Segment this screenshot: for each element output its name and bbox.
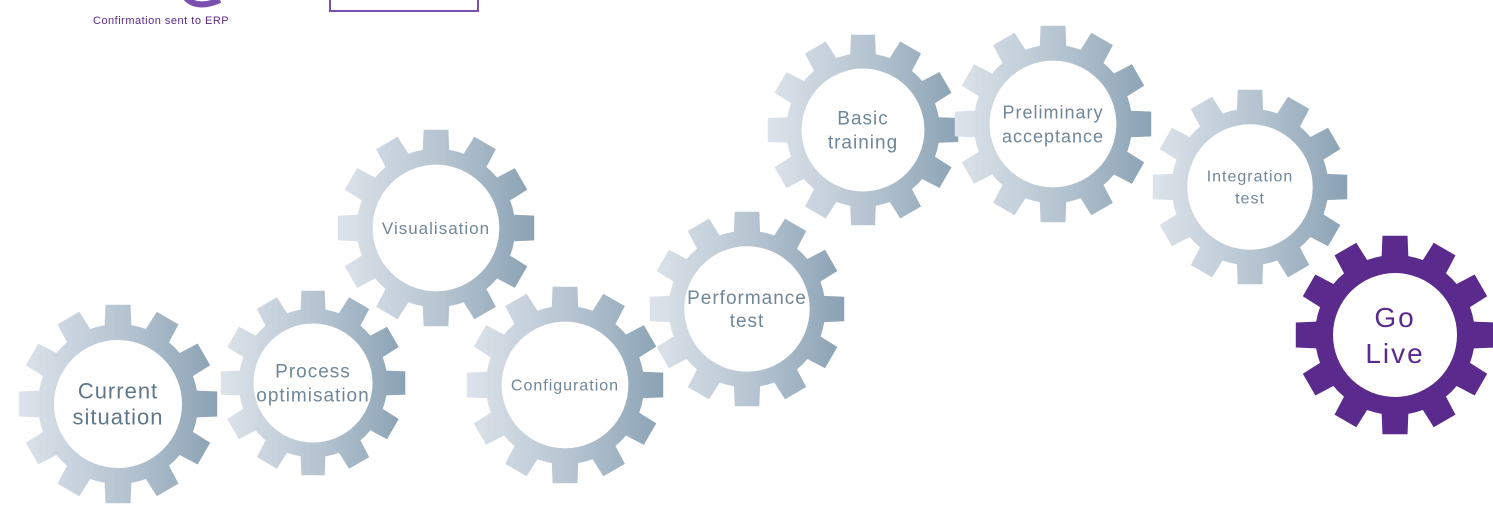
gear-preliminary-acceptance: Preliminary acceptance — [954, 25, 1152, 223]
gear-label-line: Configuration — [511, 378, 619, 395]
gear-label-line: Current — [78, 379, 158, 404]
cropped-purple-arc — [183, 0, 222, 8]
gear-label-visualisation: Visualisation — [382, 219, 490, 238]
gear-integration-test: Integration test — [1152, 89, 1348, 285]
cropped-purple-box — [329, 0, 479, 12]
gear-label-configuration: Configuration — [511, 378, 619, 395]
gear-label-line: Performance — [687, 288, 807, 309]
gear-label-line: training — [828, 133, 898, 154]
gear-label-line: optimisation — [256, 386, 369, 407]
gear-center — [501, 321, 629, 449]
gear-label-line: acceptance — [1002, 126, 1104, 146]
gear-label-line: Process — [275, 362, 351, 383]
gear-label-integration-test: Integration test — [1207, 169, 1294, 208]
gear-center — [801, 68, 925, 192]
gear-center — [684, 246, 810, 372]
gear-center — [253, 323, 373, 443]
erp-confirmation-caption: Confirmation sent to ERP — [93, 15, 230, 27]
gear-label-line: Go — [1374, 302, 1415, 333]
gear-label-line: Visualisation — [382, 219, 490, 238]
gear-label-preliminary-acceptance: Preliminary acceptance — [1002, 102, 1104, 146]
gear-label-line: Live — [1365, 338, 1424, 369]
gear-center — [54, 340, 182, 468]
gear-center — [989, 60, 1117, 188]
gear-label-line: Integration — [1207, 169, 1294, 186]
gear-process-optimisation: Process optimisation — [220, 290, 406, 476]
gear-label-line: Preliminary — [1002, 102, 1103, 122]
gear-label-line: test — [730, 311, 765, 332]
gear-label-line: Basic — [837, 109, 888, 130]
gear-center — [372, 164, 500, 292]
gear-basic-training: Basic training — [767, 34, 959, 226]
gear-label-basic-training: Basic training — [828, 109, 898, 154]
gear-visualisation: Visualisation — [337, 129, 535, 327]
gear-label-line: situation — [73, 405, 164, 430]
gear-label-line: test — [1235, 191, 1265, 208]
gear-label-process-optimisation: Process optimisation — [256, 362, 369, 407]
gear-configuration: Configuration — [466, 286, 664, 484]
gear-center — [1187, 124, 1313, 250]
gear-center — [1333, 273, 1457, 397]
